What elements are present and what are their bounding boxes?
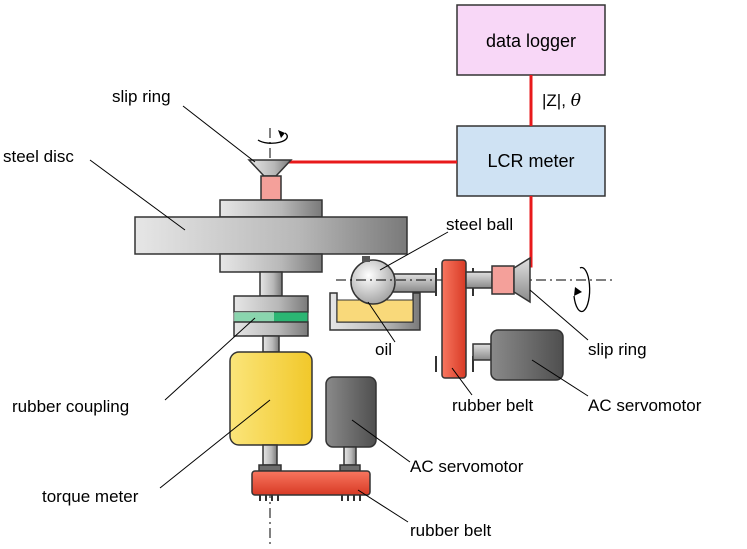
label-slip-ring-top: slip ring — [112, 87, 171, 106]
leader-ac-servomotor-right — [531, 359, 589, 397]
leader-oil — [367, 301, 396, 343]
lower-shaft — [262, 444, 278, 466]
leader-ac-servomotor-bottom — [351, 419, 411, 463]
ball-contact — [362, 256, 370, 262]
right-shaft — [465, 271, 493, 289]
lcr-meter-box: LCR meter — [456, 125, 606, 197]
steel-disc — [134, 199, 408, 273]
lcr-meter-label: LCR meter — [487, 151, 574, 171]
leader-rubber-coupling — [164, 317, 256, 401]
leader-torque-meter — [159, 399, 271, 489]
signal-label: |Z|, θ — [542, 91, 581, 111]
right-slip-ring — [491, 256, 531, 304]
leader-rubber-belt-bottom — [357, 489, 409, 523]
rubber-coupling — [233, 295, 309, 337]
bottom-rubber-belt — [251, 470, 371, 501]
label-ac-servomotor-right: AC servomotor — [588, 396, 702, 415]
ball-shaft — [391, 273, 437, 293]
steel-ball — [350, 259, 396, 305]
right-ac-servomotor — [472, 329, 564, 381]
right-rubber-belt — [435, 259, 474, 379]
label-steel-ball: steel ball — [446, 215, 513, 234]
wire-lcr-right-slip-ring — [523, 196, 533, 268]
label-ac-servomotor-bottom: AC servomotor — [410, 457, 524, 476]
data-logger-label: data logger — [486, 31, 576, 51]
label-oil: oil — [375, 340, 392, 359]
bottom-ac-servomotor — [325, 376, 377, 472]
upper-shaft — [259, 271, 283, 297]
leader-steel-ball — [379, 231, 449, 271]
label-rubber-belt-bottom: rubber belt — [410, 521, 492, 540]
data-logger-box: data logger — [456, 4, 606, 76]
label-slip-ring-right: slip ring — [588, 340, 647, 359]
leader-slip-ring-right — [529, 289, 589, 341]
middle-shaft — [262, 335, 280, 353]
leader-rubber-belt-right — [451, 367, 473, 396]
rotation-arrow-top-icon — [257, 130, 288, 144]
top-slip-ring — [247, 159, 293, 201]
label-rubber-coupling: rubber coupling — [12, 397, 129, 416]
leader-slip-ring-top — [182, 105, 256, 163]
label-torque-meter: torque meter — [42, 487, 139, 506]
leader-steel-disc — [89, 159, 186, 231]
label-steel-disc: steel disc — [3, 147, 74, 166]
torque-meter — [229, 351, 313, 446]
oil-bath — [329, 292, 421, 331]
label-rubber-belt-right: rubber belt — [452, 396, 534, 415]
rotation-arrow-right-icon — [573, 266, 591, 313]
